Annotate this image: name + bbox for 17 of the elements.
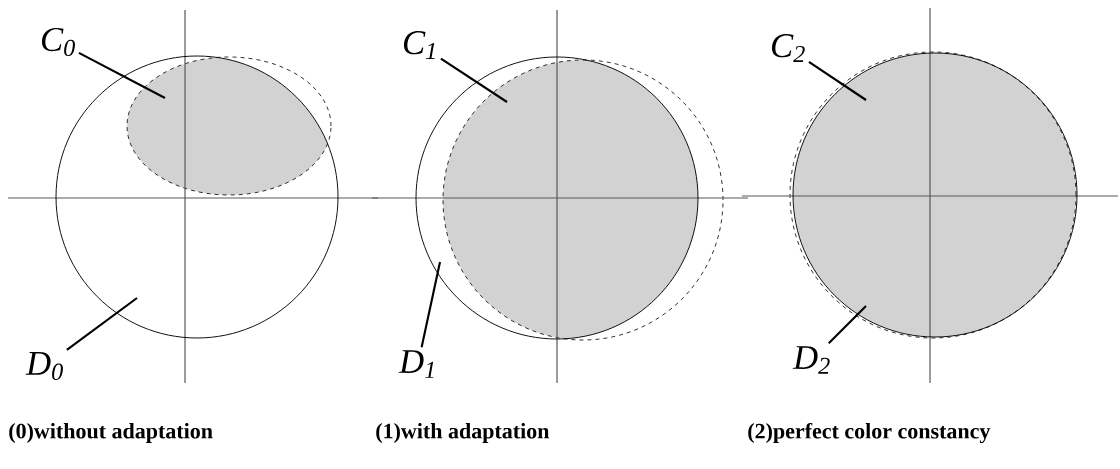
label: D$_{0}$	[25, 352, 63, 380]
label: C$_{1}$	[403, 31, 435, 59]
leader-line	[78, 52, 166, 99]
label: D$_{2}$	[792, 346, 830, 374]
label: C$_{0}$	[41, 27, 75, 57]
leader-line	[828, 305, 867, 344]
shaded-region	[442, 59, 724, 341]
leader-line	[440, 57, 508, 103]
label: D$_{1}$	[398, 350, 434, 378]
leader-line	[420, 261, 442, 348]
label: C$_{2}$	[771, 34, 805, 62]
caption: (0)without adaptation	[9, 423, 213, 443]
leader-line	[66, 297, 138, 351]
caption: (1)with adaptation	[376, 423, 550, 443]
leader-line	[808, 61, 867, 101]
caption: (2)perfect color constancy	[748, 422, 991, 444]
solid-circle	[55, 55, 339, 339]
